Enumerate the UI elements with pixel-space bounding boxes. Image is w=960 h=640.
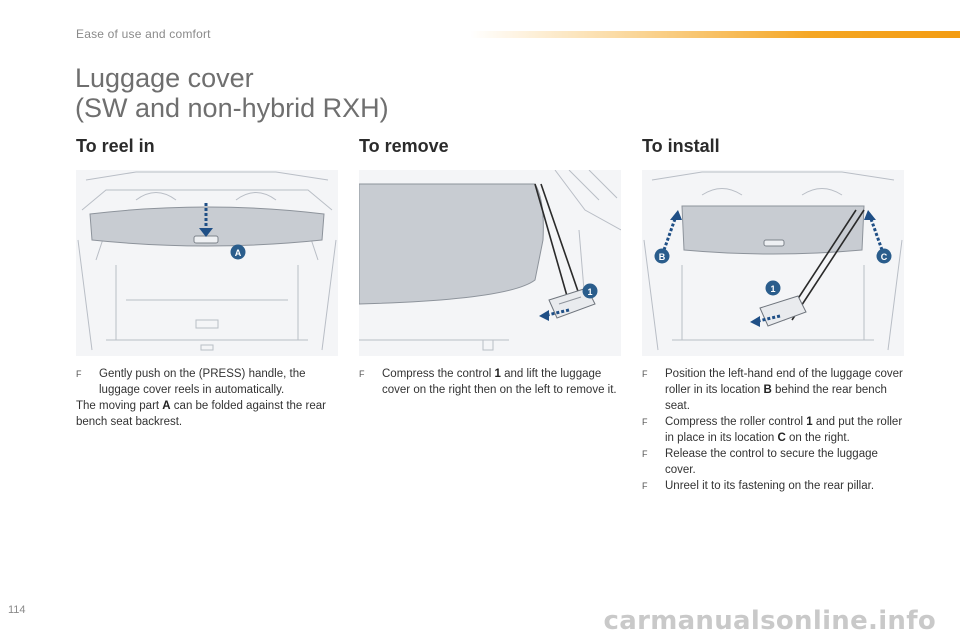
bullet-ref: 1 <box>806 416 813 428</box>
bullet-install-3: F Release the control to secure the lugg… <box>642 446 904 478</box>
luggage-cover-panel <box>89 206 325 247</box>
luggage-cover-panel <box>681 205 865 255</box>
section-header: Ease of use and comfort <box>76 27 211 41</box>
boot-illustration-reel-in: A <box>76 170 338 356</box>
marker-1: 1 <box>770 284 775 294</box>
figure-reel-in: A <box>76 170 338 356</box>
bullet-ref: C <box>777 432 786 444</box>
bullet-text: and put the roller in place in its locat… <box>665 416 903 444</box>
bullet-ref: B <box>763 384 772 396</box>
figure-install: B C 1 <box>642 170 904 356</box>
bullet-remove-1: F Compress the control 1 and lift the lu… <box>359 366 621 398</box>
heading-reel-in: To reel in <box>76 136 155 156</box>
watermark: carmanualsonline.info <box>603 606 936 636</box>
bullet-text: Release the control to secure the luggag… <box>665 448 878 476</box>
paragraph-text: The moving part <box>76 400 163 412</box>
luggage-cover-panel <box>359 183 544 305</box>
text-remove: F Compress the control 1 and lift the lu… <box>359 366 621 398</box>
text-install: F Position the left-hand end of the lugg… <box>642 366 904 494</box>
heading-install: To install <box>642 136 720 156</box>
page-title-line-2: (SW and non-hybrid RXH) <box>75 93 389 123</box>
paragraph-ref: A <box>162 400 171 412</box>
bullet-install-2: F Compress the roller control 1 and put … <box>642 414 904 446</box>
header-accent-bar <box>470 31 960 38</box>
bullet-glyph: F <box>642 481 648 491</box>
bullet-install-1: F Position the left-hand end of the lugg… <box>642 366 904 414</box>
marker-b: B <box>659 252 666 262</box>
bullet-reel-in-1: F Gently push on the (PRESS) handle, the… <box>76 366 338 398</box>
bullet-glyph: F <box>76 369 82 379</box>
bullet-text: behind the rear bench seat. <box>665 384 887 412</box>
bullet-text: Gently push on the (PRESS) handle, the l… <box>99 368 306 396</box>
bullet-text: Compress the roller control <box>665 416 807 428</box>
marker-c: C <box>881 252 888 262</box>
bullet-glyph: F <box>642 449 648 459</box>
bullet-ref: 1 <box>494 368 501 380</box>
bullet-install-4: F Unreel it to its fastening on the rear… <box>642 478 904 494</box>
paragraph-text: can be folded against the rear bench sea… <box>76 400 326 428</box>
page-title-line-1: Luggage cover <box>75 63 254 93</box>
page-number: 114 <box>8 604 26 616</box>
text-reel-in: F Gently push on the (PRESS) handle, the… <box>76 366 338 430</box>
boot-illustration-remove: 1 <box>359 170 621 356</box>
bullet-glyph: F <box>642 417 648 427</box>
bullet-text: and lift the luggage cover on the right … <box>382 368 617 396</box>
marker-a: A <box>235 248 242 258</box>
bullet-text: on the right. <box>785 432 850 444</box>
page-title: Luggage cover (SW and non-hybrid RXH) <box>75 63 389 123</box>
bullet-text: Position the left-hand end of the luggag… <box>665 368 903 396</box>
bullet-text: Compress the control <box>382 368 495 380</box>
paragraph-moving-part: The moving part A can be folded against … <box>76 398 338 430</box>
bullet-glyph: F <box>359 369 365 379</box>
bullet-text: Unreel it to its fastening on the rear p… <box>665 480 875 492</box>
marker-1: 1 <box>587 287 592 297</box>
figure-remove: 1 <box>359 170 621 356</box>
bullet-glyph: F <box>642 369 648 379</box>
heading-remove: To remove <box>359 136 449 156</box>
boot-illustration-install: B C 1 <box>642 170 904 356</box>
